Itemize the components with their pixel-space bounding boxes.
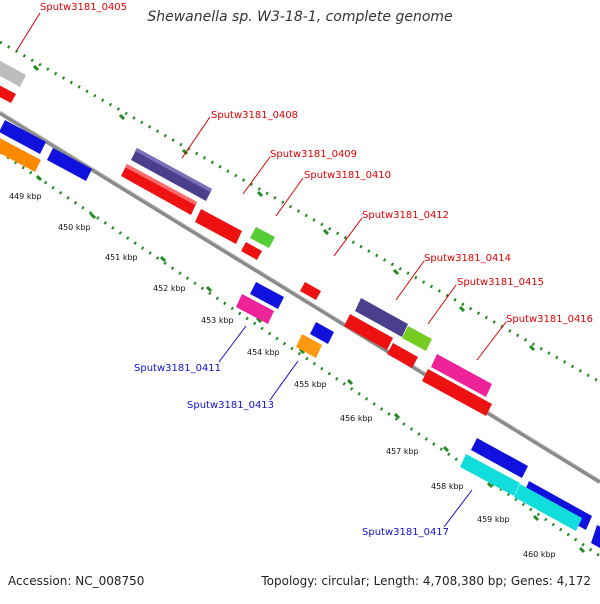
kbp-scale: 449 kbp 450 kbp 451 kbp 452 kbp 453 kbp … <box>9 192 556 559</box>
gene-label-0409[interactable]: Sputw3181_0409 <box>270 149 357 160</box>
kbp-label: 458 kbp <box>431 482 464 491</box>
gene-label-0411[interactable]: Sputw3181_0411 <box>134 363 221 374</box>
bottom-leader-lines <box>218 325 473 528</box>
gene-label-0405[interactable]: Sputw3181_0405 <box>40 2 127 13</box>
gene-label-0417[interactable]: Sputw3181_0417 <box>362 527 449 538</box>
gene-labels-bottom: Sputw3181_0411 Sputw3181_0413 Sputw3181_… <box>134 363 449 538</box>
gene-arrow-orange-left[interactable] <box>0 136 41 172</box>
kbp-label: 449 kbp <box>9 192 42 201</box>
kbp-label: 451 kbp <box>105 253 138 262</box>
gene-label-0414[interactable]: Sputw3181_0414 <box>424 253 511 264</box>
kbp-label: 455 kbp <box>294 380 327 389</box>
gene-arrow-0410[interactable] <box>241 227 275 260</box>
genome-info-text: Topology: circular; Length: 4,708,380 bp… <box>261 574 591 588</box>
kbp-label: 460 kbp <box>523 550 556 559</box>
gene-arrow-0405[interactable] <box>0 58 26 87</box>
gene-label-0410[interactable]: Sputw3181_0410 <box>304 170 391 181</box>
gene-arrow-0415[interactable] <box>344 314 432 368</box>
kbp-label: 450 kbp <box>58 223 91 232</box>
gene-label-0416[interactable]: Sputw3181_0416 <box>506 314 593 325</box>
kbp-label: 454 kbp <box>247 348 280 357</box>
gene-label-0415[interactable]: Sputw3181_0415 <box>457 277 544 288</box>
tick-track-inner <box>0 150 600 558</box>
kbp-label: 457 kbp <box>386 447 419 456</box>
top-leader-lines <box>16 12 507 361</box>
gene-label-0408[interactable]: Sputw3181_0408 <box>211 110 298 121</box>
gene-arrow-0416[interactable] <box>422 354 492 416</box>
gene-label-0412[interactable]: Sputw3181_0412 <box>362 210 449 221</box>
gene-labels-top: Sputw3181_0405 Sputw3181_0408 Sputw3181_… <box>40 2 593 325</box>
gene-arrow-0417[interactable] <box>460 438 600 548</box>
gene-arrow-0411[interactable] <box>236 282 284 324</box>
kbp-label: 453 kbp <box>201 316 234 325</box>
gene-arrow-0408[interactable] <box>131 148 212 201</box>
gene-label-0413[interactable]: Sputw3181_0413 <box>187 400 274 411</box>
major-ticks-outer <box>32 64 536 352</box>
gene-arrow-0414[interactable] <box>355 298 408 337</box>
genome-backbone <box>0 111 600 484</box>
kbp-label: 459 kbp <box>477 515 510 524</box>
map-title: Shewanella sp. W3-18-1, complete genome <box>147 9 453 25</box>
gene-arrow-0412[interactable] <box>300 282 321 300</box>
accession-text: Accession: NC_008750 <box>8 574 145 588</box>
gene-arrow-blue-left[interactable] <box>0 120 92 181</box>
gene-arrow-red-left[interactable] <box>0 83 16 103</box>
major-ticks-inner <box>35 174 586 554</box>
gene-arrow-0413[interactable] <box>296 322 334 358</box>
kbp-label: 452 kbp <box>153 284 186 293</box>
gene-arrow-0409[interactable] <box>121 164 242 244</box>
kbp-label: 456 kbp <box>340 414 373 423</box>
